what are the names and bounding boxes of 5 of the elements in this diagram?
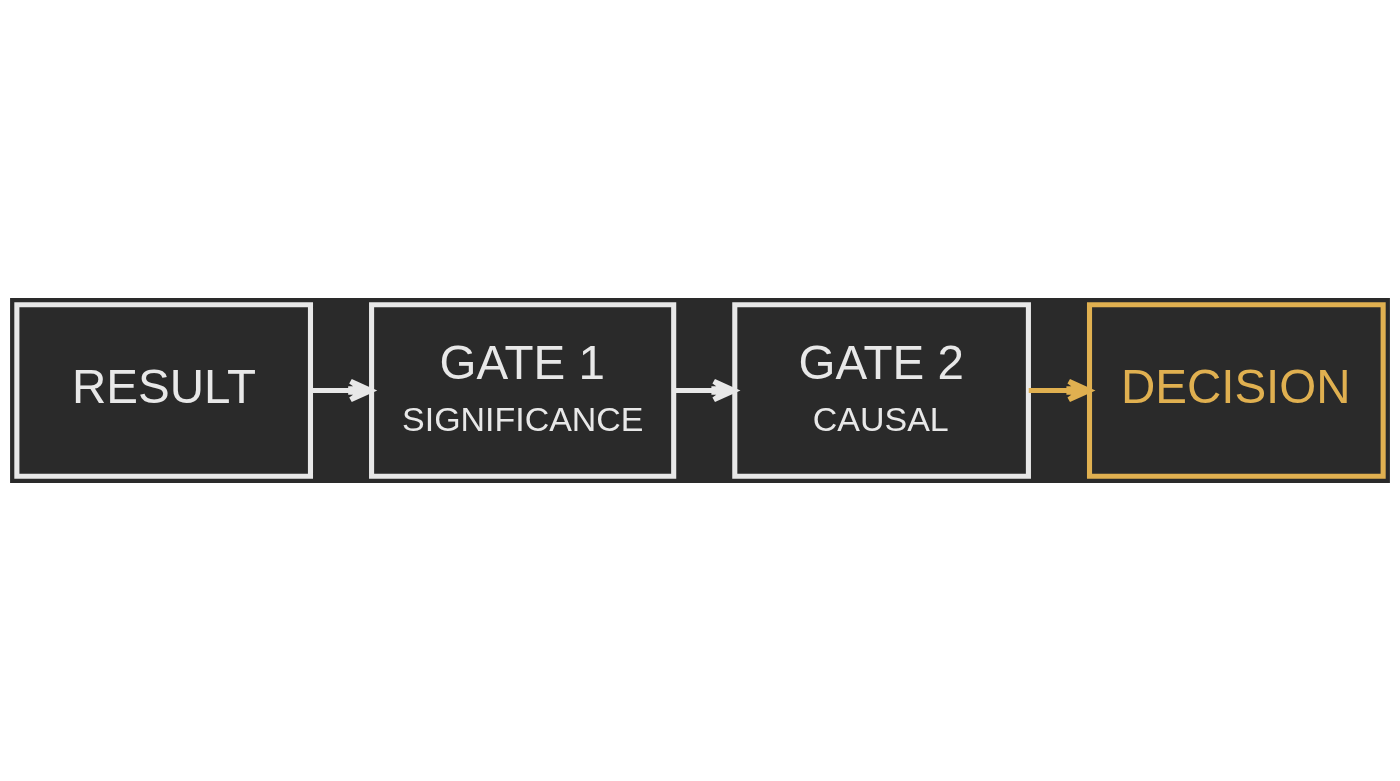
node-box: DECISION: [1086, 302, 1386, 479]
node-box: RESULT: [14, 302, 314, 479]
node-box: GATE 1 SIGNIFICANCE: [369, 302, 677, 479]
arrow: [310, 378, 374, 403]
node-box: GATE 2 CAUSAL: [732, 302, 1031, 479]
